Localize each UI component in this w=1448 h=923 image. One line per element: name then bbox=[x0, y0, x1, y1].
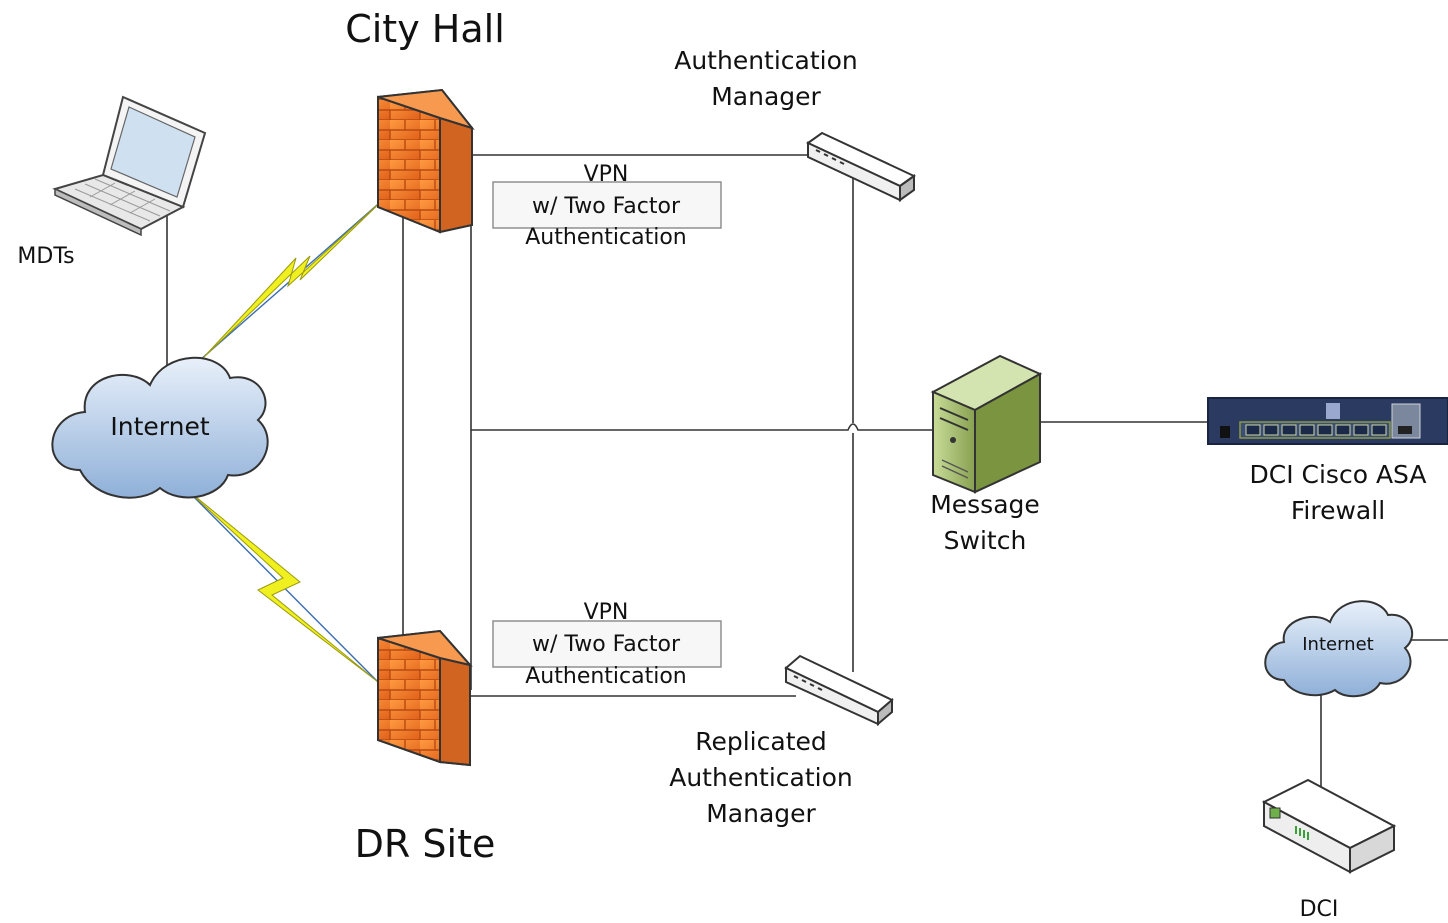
vpn-bottom-label: VPN bbox=[584, 600, 629, 625]
vpn-bottom-box bbox=[492, 620, 722, 668]
replicated-authentication-manager-icon bbox=[784, 654, 894, 727]
dr-site-firewall-icon bbox=[377, 629, 473, 767]
internet-cloud-left-icon bbox=[51, 356, 269, 499]
vpn-top-label-line3: Authentication bbox=[525, 225, 687, 250]
message-switch-label-line1: Message bbox=[930, 490, 1040, 519]
authentication-manager-icon bbox=[806, 131, 916, 202]
dr-site-label: DR Site bbox=[355, 822, 496, 866]
vpn-bottom-label-line2: w/ Two Factor bbox=[532, 632, 681, 657]
replicated-auth-label-line3: Manager bbox=[706, 799, 816, 828]
link-trunk-switch bbox=[471, 423, 935, 431]
laptop-icon bbox=[52, 95, 207, 237]
vpn-bottom-label-line3: Authentication bbox=[525, 664, 687, 689]
internet-right-label: Internet bbox=[1302, 634, 1373, 655]
dci-firewall-label-line1: DCI Cisco ASA bbox=[1250, 460, 1427, 489]
internet-left-label: Internet bbox=[110, 412, 209, 441]
auth-manager-label-line2: Manager bbox=[711, 82, 821, 111]
dci-router-icon bbox=[1261, 778, 1397, 874]
auth-manager-label-line1: Authentication bbox=[674, 46, 858, 75]
internet-cloud-right-icon bbox=[1264, 600, 1414, 698]
vpn-top-box bbox=[492, 181, 722, 229]
city-hall-firewall-icon bbox=[377, 88, 475, 234]
message-switch-server-icon bbox=[930, 354, 1043, 494]
replicated-auth-label-line1: Replicated bbox=[695, 727, 827, 756]
dci-label: DCI bbox=[1300, 897, 1339, 922]
vpn-top-label: VPN bbox=[584, 162, 629, 187]
dci-firewall-label-line2: Firewall bbox=[1291, 496, 1385, 525]
message-switch-label-line2: Switch bbox=[944, 526, 1027, 555]
cisco-asa-firewall-icon bbox=[1207, 397, 1448, 445]
mdts-label: MDTs bbox=[17, 244, 74, 269]
vpn-top-label-line2: w/ Two Factor bbox=[532, 194, 681, 219]
replicated-auth-label-line2: Authentication bbox=[669, 763, 853, 792]
city-hall-label: City Hall bbox=[345, 7, 505, 51]
